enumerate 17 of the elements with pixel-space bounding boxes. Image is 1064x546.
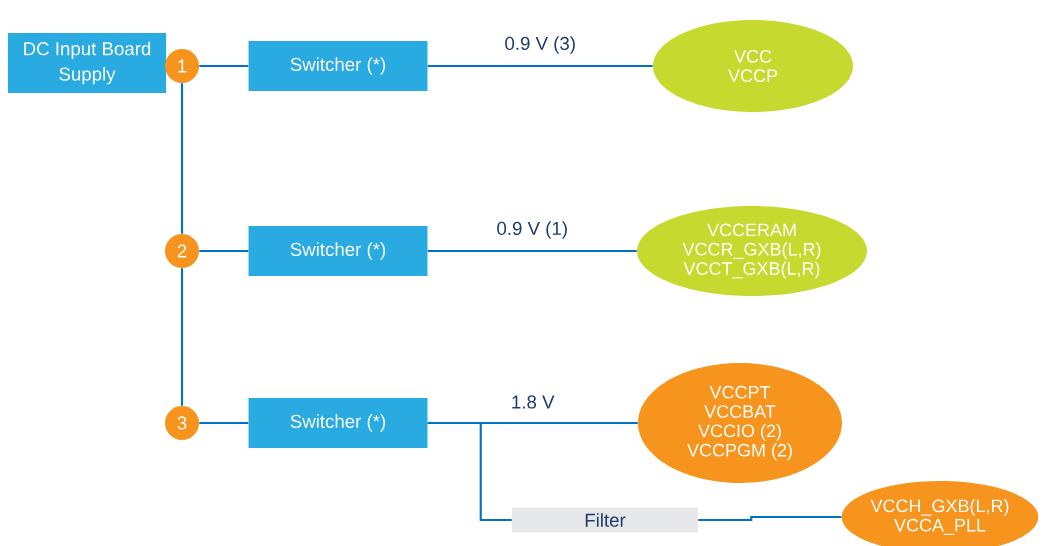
switcher-box: Switcher (*) <box>248 398 428 448</box>
connector-line <box>427 64 653 68</box>
connector-line <box>199 421 249 425</box>
edge-label: 1.8 V <box>509 394 556 410</box>
edge-label: 0.9 V (3) <box>503 34 578 56</box>
supply-box: DC Input Board Supply <box>7 33 167 93</box>
connector-line <box>180 83 184 234</box>
switcher-box: Switcher (*) <box>248 41 428 91</box>
switcher-box: Switcher (*) <box>248 226 428 276</box>
connector-line <box>427 249 637 253</box>
filter-box: Filter <box>512 507 698 533</box>
connector-line <box>199 249 249 253</box>
edge-label: 0.9 V (1) <box>495 219 570 241</box>
connector-line <box>698 515 842 522</box>
connector-line <box>199 64 249 68</box>
connector-line <box>427 421 512 522</box>
connector-line <box>180 268 184 406</box>
